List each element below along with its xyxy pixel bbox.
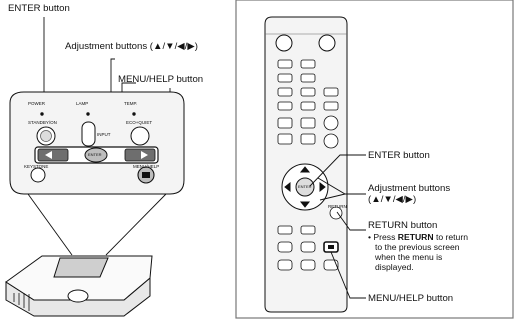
panel-temp-label: TEMP. — [124, 101, 138, 106]
panel-enter-label: ENTER — [88, 152, 102, 157]
remote-return-leader — [336, 211, 366, 231]
remote-down-arrow-icon — [299, 201, 311, 208]
panel-power-label: POWER — [28, 101, 46, 106]
panel-standby-label: STANDBY/ON — [28, 120, 57, 125]
keystone-button — [30, 167, 46, 183]
right-enter-label: ENTER button — [368, 150, 430, 161]
panel-lamp-label: LAMP — [76, 101, 89, 106]
power-symbol-icon — [40, 130, 52, 142]
menu-icon — [142, 172, 150, 178]
right-menu-help-label: MENU/HELP button — [368, 293, 454, 304]
remote-menu-icon — [328, 245, 334, 249]
right-return-note-line1: • Press RETURN to return — [368, 232, 468, 242]
right-arrow-button — [124, 148, 156, 162]
remote-lower-buttons — [277, 225, 339, 271]
projector-control-area — [53, 257, 109, 278]
right-return-note-line2: to the previous screen — [375, 242, 460, 252]
remote-menu-leader — [330, 251, 366, 299]
remote-standby-button — [318, 34, 336, 52]
remote-return-text: RETURN — [328, 204, 347, 209]
projector-lens — [67, 289, 89, 303]
remote-left-arrow-icon — [284, 181, 291, 193]
lamp-indicator-icon — [86, 112, 90, 116]
right-return-note-line4: displayed. — [375, 262, 414, 272]
zoom-lines — [27, 193, 167, 256]
projector-top — [5, 255, 153, 301]
panel-keystone-label: KEYSTONE — [24, 164, 49, 169]
right-arrow-icon — [141, 151, 148, 159]
temp-indicator-icon — [132, 112, 136, 116]
remote-button-grid — [277, 59, 339, 145]
remote-enter-text: ENTER — [298, 184, 312, 189]
left-enter-label: ENTER button — [8, 3, 70, 14]
left-arrow-icon — [45, 151, 52, 159]
panel-menu-help-label: MENU/HELP — [133, 164, 160, 169]
remote-volume-up-button — [323, 115, 339, 131]
remote-right-arrow-icon — [319, 181, 326, 193]
input-button — [81, 121, 96, 147]
remote-enter-leader — [309, 154, 366, 187]
left-menu-help-label: MENU/HELP button — [118, 74, 204, 85]
eco-quiet-button — [130, 126, 150, 146]
right-return-label: RETURN button — [368, 220, 438, 231]
remote-control — [264, 16, 348, 313]
power-indicator-icon — [40, 112, 44, 116]
projector-vent — [13, 293, 30, 311]
remote-enter-button — [295, 177, 315, 197]
right-callout-lines — [309, 154, 366, 299]
projector-control-panel — [9, 91, 185, 195]
remote-return-button — [329, 206, 343, 220]
right-frame — [235, 0, 514, 319]
panel-input-label: INPUT — [97, 132, 111, 137]
enter-button — [84, 147, 108, 163]
right-adjustment-label-2: (▲/▼/◀/▶) — [368, 194, 417, 205]
left-arrow-button — [37, 148, 69, 162]
remote-up-arrow-icon — [299, 166, 311, 173]
right-adjustment-label-1: Adjustment buttons — [368, 183, 451, 194]
projector-illustration — [5, 255, 153, 317]
right-return-note-line3: when the menu is — [375, 252, 443, 262]
panel-eco-label: ECO+QUIET — [126, 120, 153, 125]
remote-volume-down-button — [323, 133, 339, 149]
remote-power-button — [275, 34, 293, 52]
remote-adjust-leader-2 — [319, 193, 346, 201]
left-adjustment-label: Adjustment buttons (▲/▼/◀/▶) — [65, 41, 198, 52]
